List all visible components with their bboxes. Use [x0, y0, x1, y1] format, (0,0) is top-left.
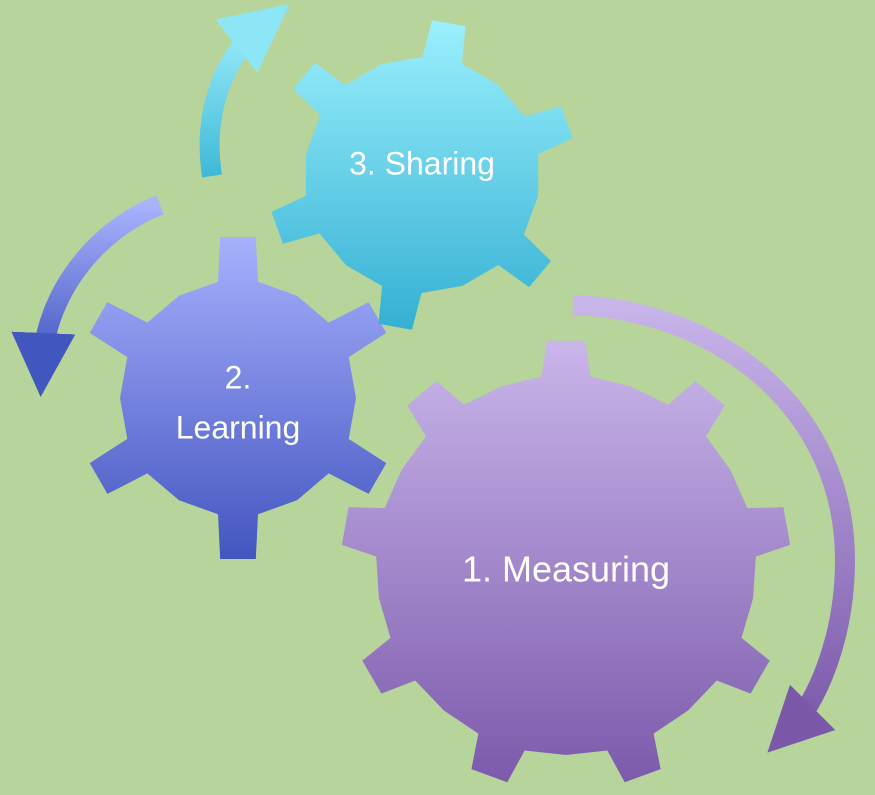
cycle-arrow-sharing — [199, 3, 290, 178]
gear-measuring — [341, 340, 791, 783]
gear-label-learning-line-1: 2. — [225, 359, 252, 395]
gear-label-learning-line-2: Learning — [176, 409, 301, 445]
gear-label-measuring: 1. Measuring — [462, 549, 670, 590]
cycle-arrow-measuring — [572, 295, 856, 753]
cycle-arrow-learning — [11, 195, 164, 397]
gear-label-sharing: 3. Sharing — [349, 145, 495, 181]
gear-learning — [89, 237, 387, 559]
gear-sharing — [271, 20, 573, 330]
